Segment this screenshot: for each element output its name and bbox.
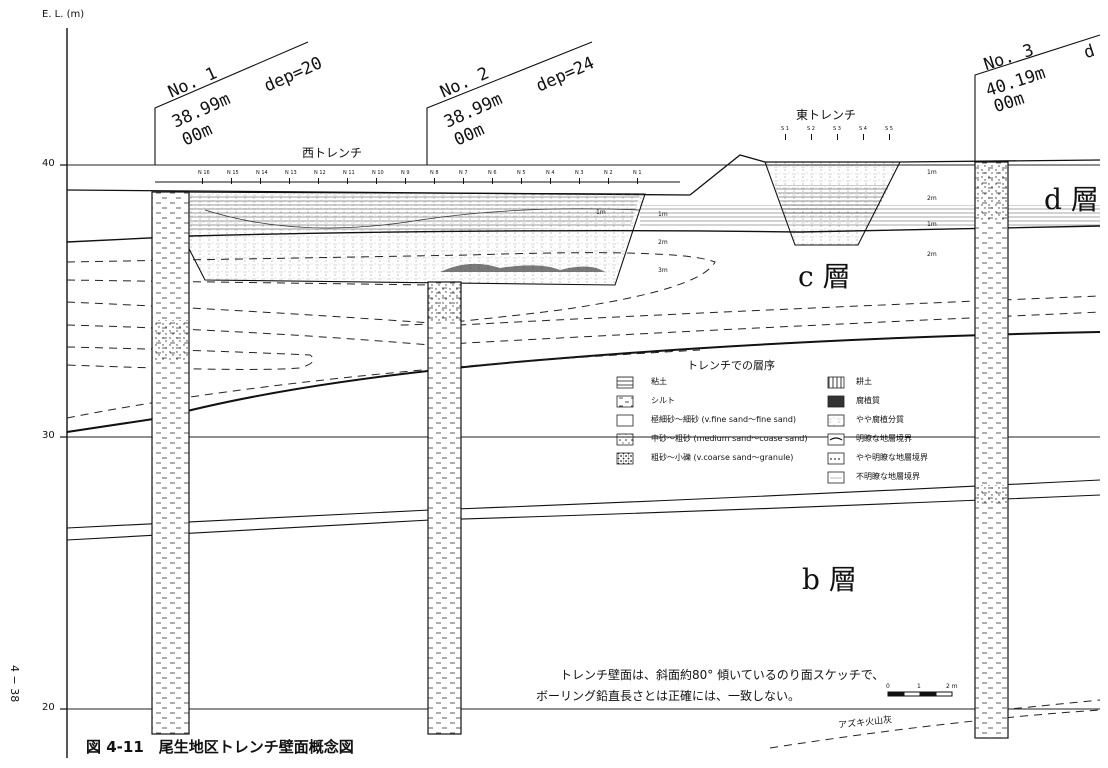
east-station-tick [811,134,812,140]
layer-b-label: b 層 [802,563,857,596]
depth-mark: 3m [658,267,668,274]
east-station-3: S 3 [833,126,841,132]
elevation-axis [60,28,68,758]
legend-item: 耕土 [856,377,872,386]
depth-mark: 1m [596,209,606,216]
borehole-headers [154,34,1101,165]
note-line-1: トレンチ壁面は、斜面約80° 傾いているのり面スケッチで、 [560,668,885,682]
dashed-boundaries [66,252,1101,749]
east-station-tick [889,134,890,140]
west-station-tick [434,178,435,184]
west-station-tick [347,178,348,184]
west-station-tick [579,178,580,184]
east-station-1: S 1 [781,126,789,132]
page-number: 4 − 38 [8,665,21,703]
west-trench-wall [159,191,646,286]
east-trench-label: 東トレンチ [796,108,857,122]
west-station-4: N 13 [285,170,297,176]
west-station-1: N 16 [198,170,210,176]
elevation-gridlines [67,164,1100,710]
east-station-2: S 2 [807,126,815,132]
west-station-9: N 8 [430,170,439,176]
tick-label-20: 20 [42,702,55,713]
legend-item: 極細砂〜細砂 (v.fine sand〜fine sand) [651,415,797,424]
layer-c-label: c 層 [798,260,851,293]
note-line-2: ボーリング鉛直長さとは正確には、一致しない。 [536,689,801,703]
west-station-tick [463,178,464,184]
d-layer-band [640,205,1100,227]
west-station-tick [521,178,522,184]
legend-item: 粗砂〜小礫 (v.coarse sand〜granule) [651,453,794,462]
east-station-tick [863,134,864,140]
legend-item: 中砂〜粗砂 (medium sand〜coase sand) [651,434,808,443]
axis-label: E. L. (m) [42,9,85,20]
legend-item: やや腐植分質 [856,415,904,424]
legend-item: 粘土 [651,377,667,386]
legend-item: 明瞭な地層境界 [856,434,912,443]
west-station-tick [318,178,319,184]
borehole-no2-column [427,281,462,735]
west-station-2: N 15 [227,170,239,176]
depth-mark: 1m [927,221,937,228]
east-station-tick [837,134,838,140]
west-station-tick [260,178,261,184]
depth-mark: 1m [658,211,668,218]
figure-caption: 図 4-11 尾生地区トレンチ壁面概念図 [86,738,354,756]
west-station-tick [637,178,638,184]
west-station-11: N 6 [488,170,497,176]
tick-label-40: 40 [42,158,55,169]
scale-label: 0 [886,683,890,690]
west-station-tick [405,178,406,184]
west-station-tick [492,178,493,184]
west-station-tick [231,178,232,184]
borehole-no1-column [151,191,190,735]
west-station-tick [376,178,377,184]
west-station-tick [550,178,551,184]
east-station-5: S 5 [885,126,893,132]
scale-bar [887,691,953,697]
west-station-13: N 4 [546,170,555,176]
east-trench-wall [764,161,901,246]
legend-title: トレンチでの層序 [687,359,775,372]
west-station-10: N 7 [459,170,468,176]
layer-d-label: d 層 [1044,183,1099,216]
west-station-3: N 14 [256,170,268,176]
west-station-16: N 1 [633,170,642,176]
depth-mark: 2m [927,195,937,202]
west-station-tick [289,178,290,184]
west-station-tick [608,178,609,184]
west-station-14: N 3 [575,170,584,176]
tick-label-30: 30 [42,430,55,441]
depth-mark: 1m [927,169,937,176]
legend-item: やや明瞭な地層境界 [856,453,928,462]
legend-swatches [616,376,845,484]
west-station-5: N 12 [314,170,326,176]
depth-mark: 2m [658,239,668,246]
legend-item: 不明瞭な地層境界 [856,472,920,481]
east-station-tick [785,134,786,140]
west-station-7: N 10 [372,170,384,176]
scale-label: 1 [917,683,921,690]
legend-item: 腐植質 [856,396,880,405]
legend-item: シルト [651,396,675,405]
west-trench-label: 西トレンチ [302,146,363,160]
west-station-6: N 11 [343,170,355,176]
east-station-4: S 4 [859,126,867,132]
west-station-12: N 5 [517,170,526,176]
west-station-8: N 9 [401,170,410,176]
scale-label: 2 m [946,683,958,690]
borehole-no3-column [974,161,1009,739]
west-station-15: N 2 [604,170,613,176]
depth-mark: 2m [927,251,937,258]
west-station-tick [202,178,203,184]
